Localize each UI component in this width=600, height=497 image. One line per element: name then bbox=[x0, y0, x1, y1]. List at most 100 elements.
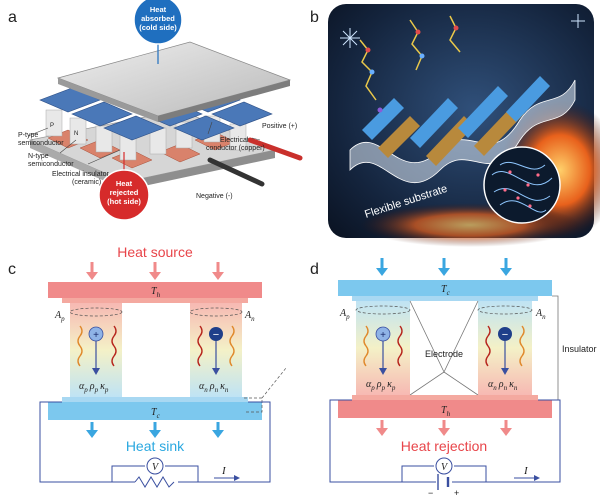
leg-label-n: N bbox=[74, 131, 78, 137]
heat-rejected-line1: Heat bbox=[116, 179, 133, 188]
cold-plate bbox=[48, 402, 262, 420]
circuit-wire-d bbox=[329, 399, 436, 483]
area-p: Ap bbox=[54, 310, 65, 323]
panel-c: c Heat source Th Ap An + − bbox=[8, 244, 287, 488]
label-p-type-2: semiconductor bbox=[18, 140, 64, 147]
heat-absorbed-badge bbox=[133, 0, 183, 45]
heat-rejected-line3: (hot side) bbox=[107, 197, 141, 206]
bottom-plate-front bbox=[30, 140, 125, 190]
n-leg-area bbox=[189, 307, 243, 317]
circuit-wire-right bbox=[178, 401, 271, 483]
panel-letter-b: b bbox=[310, 9, 319, 26]
positive-wire bbox=[247, 137, 303, 161]
current-d-label: I bbox=[523, 465, 529, 477]
hole-plus: + bbox=[93, 330, 99, 341]
battery-plus: + bbox=[454, 488, 459, 497]
top-plate-edge bbox=[58, 78, 158, 122]
label-positive: Positive (+) bbox=[262, 123, 297, 130]
electron-minus-d: − bbox=[502, 329, 508, 341]
electron-arrowhead-d bbox=[501, 368, 509, 375]
heat-absorbed-line1: Heat bbox=[150, 5, 167, 14]
leg-label-p: P bbox=[50, 123, 54, 129]
heat-source-arrows bbox=[86, 262, 224, 280]
voltmeter-wire-d bbox=[401, 465, 434, 482]
current-arrowhead bbox=[234, 475, 240, 481]
voltmeter-label: V bbox=[152, 462, 160, 473]
hot-plate-d-temp: Th bbox=[441, 405, 451, 418]
label-insulator-1: Electrical insulator bbox=[52, 171, 109, 178]
top-ceramic-plate bbox=[56, 41, 292, 117]
battery-minus: − bbox=[428, 488, 433, 497]
bottom-plate-side bbox=[125, 150, 275, 190]
electron-minus: − bbox=[213, 329, 219, 341]
phonon-waves bbox=[77, 325, 235, 367]
cold-plate-d-temp: Tc bbox=[441, 284, 451, 297]
current-label: I bbox=[221, 465, 227, 477]
voltmeter-d bbox=[435, 457, 453, 475]
snowflake-icon bbox=[340, 14, 585, 48]
label-negative: Negative (-) bbox=[196, 193, 233, 200]
panel-a: a P N bbox=[8, 0, 303, 221]
voltmeter-wire-right bbox=[165, 465, 199, 482]
area-n: An bbox=[244, 310, 255, 323]
panel-letter-a: a bbox=[8, 9, 17, 26]
cold-plate-d-lip bbox=[352, 296, 538, 301]
voltmeter bbox=[146, 457, 164, 475]
cold-plate-pads bbox=[62, 397, 248, 402]
panel-letter-c: c bbox=[8, 261, 16, 278]
p-leg-d-area bbox=[355, 305, 411, 315]
heat-absorbed-line3: (cold side) bbox=[139, 23, 177, 32]
zoom-inset bbox=[483, 146, 561, 224]
label-insulator-2: (ceramic) bbox=[72, 179, 101, 186]
hot-plate-temp: Th bbox=[151, 286, 161, 299]
electron-carrier bbox=[209, 327, 223, 341]
label-conductor-1: Electrical bbox=[220, 137, 249, 144]
hot-plate-d bbox=[338, 400, 552, 418]
te-strips bbox=[362, 76, 550, 166]
hot-plate-d-pads bbox=[352, 395, 538, 400]
heat-rejected-line2: rejected bbox=[110, 188, 139, 197]
zoom-inset-dots bbox=[503, 170, 540, 208]
top-plate-edge-right bbox=[158, 80, 290, 122]
insulator-bracket bbox=[552, 295, 559, 401]
electrode-lines bbox=[409, 300, 479, 373]
electron-arrowhead bbox=[212, 368, 220, 375]
label-n-type-2: semiconductor bbox=[28, 161, 74, 168]
hole-arrowhead bbox=[92, 368, 100, 375]
voltmeter-wire-d-right bbox=[454, 465, 487, 482]
circuit-wire bbox=[39, 401, 135, 483]
hole-plus-d: + bbox=[380, 330, 386, 341]
label-n-type-1: N-type bbox=[28, 153, 49, 160]
heat-rejection-arrows bbox=[376, 420, 512, 436]
insulator-label: Insulator bbox=[562, 344, 597, 354]
voltmeter-d-label: V bbox=[441, 462, 449, 473]
p-leg-area bbox=[69, 307, 123, 317]
atoms bbox=[365, 25, 459, 113]
label-conductor-2: conductor (copper) bbox=[206, 145, 265, 152]
label-p-type-1: P-type bbox=[18, 132, 38, 139]
negative-wire bbox=[207, 157, 265, 187]
electrode-label: Electrode bbox=[425, 349, 463, 359]
heat-rejection-label: Heat rejection bbox=[401, 438, 487, 454]
n-leg-d-area bbox=[477, 305, 533, 315]
heat-source-label: Heat source bbox=[117, 244, 193, 260]
hot-plate bbox=[48, 282, 262, 298]
current-d-arrowhead bbox=[534, 475, 540, 481]
voltmeter-wire bbox=[111, 465, 145, 482]
zoom-indicator bbox=[244, 397, 263, 413]
heat-sink-arrows bbox=[86, 422, 224, 438]
heat-sink-label: Heat sink bbox=[126, 438, 185, 454]
area-n-d: An bbox=[535, 308, 546, 321]
zoom-line bbox=[261, 367, 287, 399]
heat-absorbed-line2: absorbed bbox=[141, 14, 175, 23]
cold-arrows-top bbox=[376, 258, 512, 276]
callout-lines bbox=[27, 121, 261, 165]
phonon-waves-d bbox=[363, 325, 525, 367]
panel-letter-d: d bbox=[310, 261, 319, 278]
